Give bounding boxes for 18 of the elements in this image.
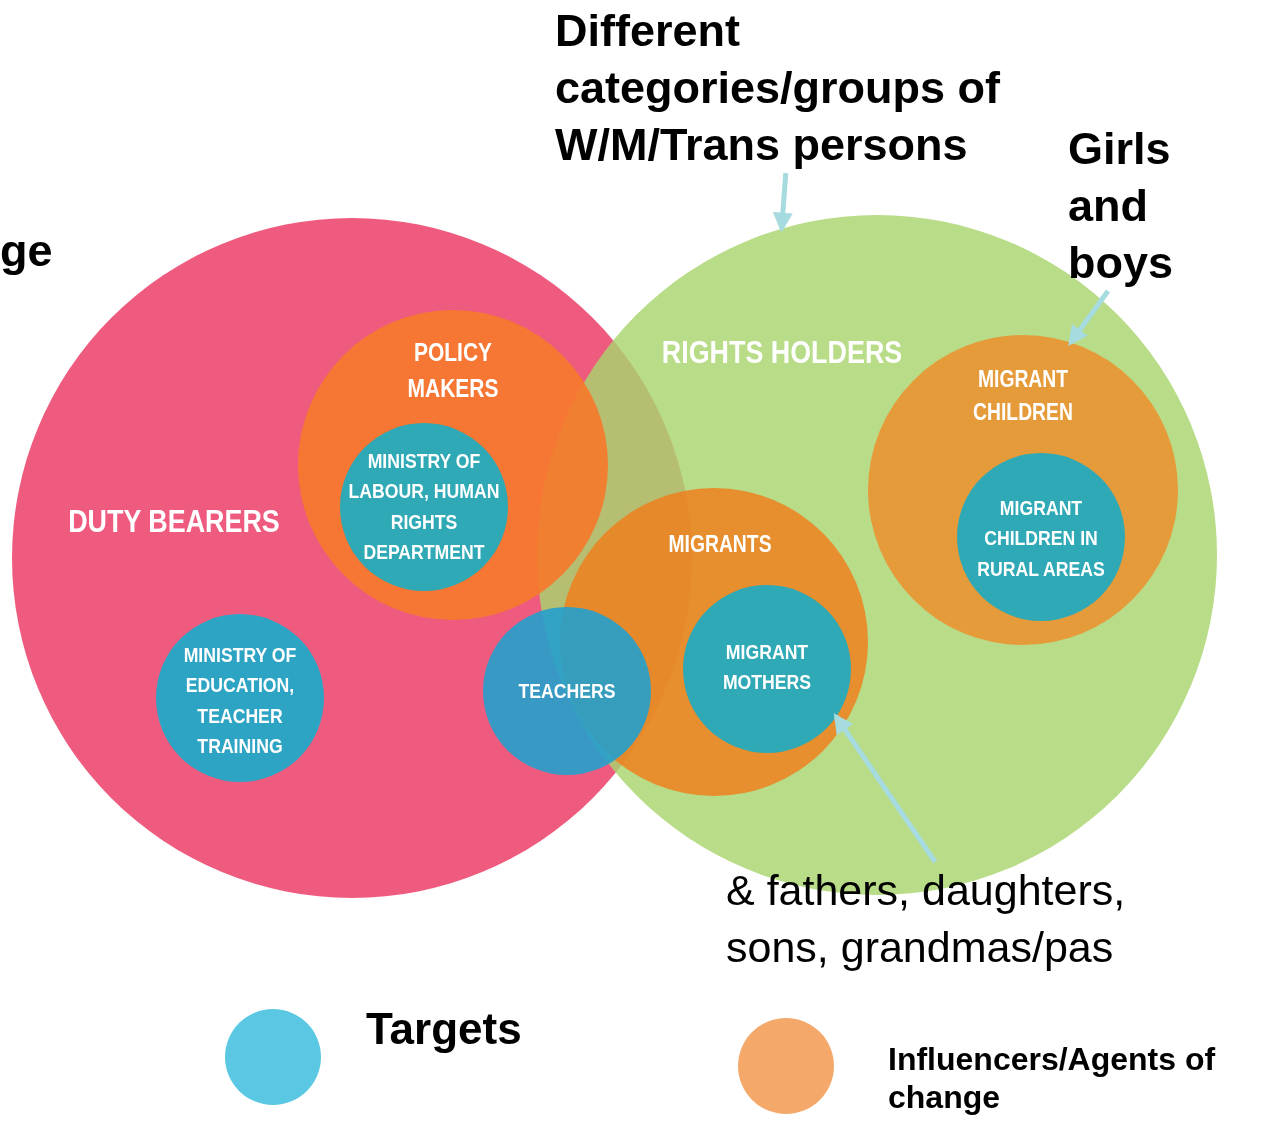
circle-label: TEACHERS xyxy=(518,677,616,704)
annotation-text: Different categories/groups of W/M/Trans persons xyxy=(555,2,1045,173)
arrow xyxy=(833,713,938,864)
circle-label: POLICY MAKERS xyxy=(406,336,500,404)
legend-label: Influencers/Agents of change xyxy=(888,1040,1217,1117)
annotation-text: Girls and boys xyxy=(1068,120,1193,291)
arrow xyxy=(772,172,793,233)
heading-fragment: ge xyxy=(0,224,53,278)
circle-label: RIGHTS HOLDERS xyxy=(661,332,903,372)
circle-label: MIGRANT MOTHERS xyxy=(721,638,813,695)
circle-label: DUTY BEARERS xyxy=(68,501,280,541)
circle-label: MIGRANT CHILDREN IN RURAL AREAS xyxy=(976,495,1106,583)
circle-label: MINISTRY OF EDUCATION, TEACHER TRAINING xyxy=(182,642,298,760)
circle-label: MIGRANTS xyxy=(668,530,772,560)
circle-label: MINISTRY OF LABOUR, HUMAN RIGHTS DEPARTMENT xyxy=(348,448,500,566)
circle-label: MIGRANT CHILDREN xyxy=(972,364,1074,427)
annotation-text: & fathers, daughters, sons, grandmas/pas xyxy=(726,862,1196,976)
legend-label: Targets xyxy=(366,1003,523,1055)
